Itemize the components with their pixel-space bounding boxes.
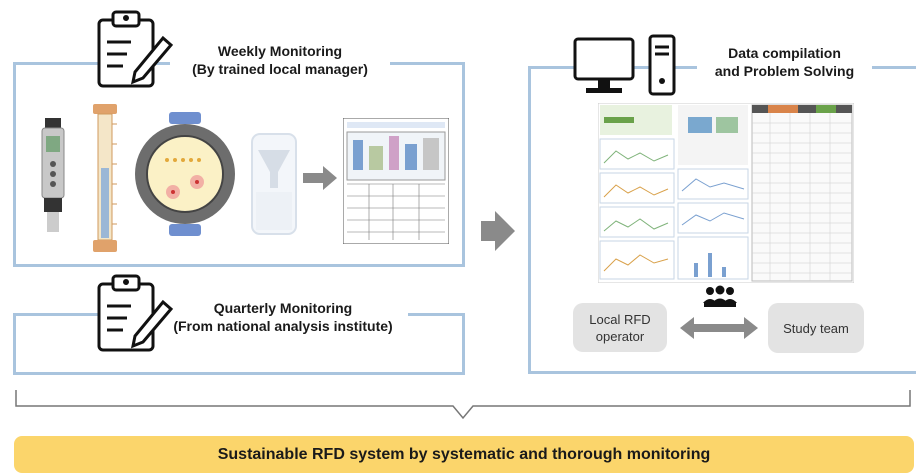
monitoring-sheet-image: [343, 118, 449, 244]
data-title-line2: and Problem Solving: [714, 63, 855, 79]
flow-gauge-tube-icon: [93, 104, 117, 252]
clipboard-pencil-icon: [97, 10, 174, 88]
local-rfd-operator-box: Local RFD operator: [573, 303, 667, 352]
quarterly-title-line2: (From national analysis institute): [173, 318, 393, 334]
weekly-monitoring-title: Weekly Monitoring (By trained local mana…: [170, 42, 390, 78]
quarterly-title-line1: Quarterly Monitoring: [213, 300, 353, 316]
weekly-title-line1: Weekly Monitoring: [217, 43, 343, 59]
quarterly-monitoring-title: Quarterly Monitoring (From national anal…: [158, 299, 408, 335]
clipboard-pencil-icon: [97, 274, 174, 352]
arrow-right-big-icon: [481, 211, 515, 251]
operator-label-line2: operator: [595, 328, 645, 344]
data-title-line1: Data compilation: [728, 45, 841, 61]
operator-label-line1: Local RFD: [589, 311, 651, 327]
data-compilation-title: Data compilation and Problem Solving: [697, 44, 872, 80]
computer-tower-icon: [648, 34, 676, 96]
sustainable-rfd-banner: Sustainable RFD system by systematic and…: [14, 436, 914, 473]
bracket-brace: [15, 390, 911, 420]
beaker-funnel-icon: [251, 133, 297, 235]
weekly-title-line2: (By trained local manager): [192, 61, 368, 77]
data-dashboard-image: [598, 103, 854, 283]
double-arrow-icon: [680, 317, 758, 339]
team-group-icon: [703, 285, 737, 307]
study-team-box: Study team: [768, 303, 864, 353]
water-meter-icon: [135, 112, 235, 236]
arrow-right-icon: [303, 166, 337, 190]
computer-monitor-icon: [573, 37, 635, 93]
meter-device-icon: [41, 118, 65, 232]
banner-text: Sustainable RFD system by systematic and…: [217, 445, 711, 463]
study-team-label: Study team: [783, 320, 849, 336]
